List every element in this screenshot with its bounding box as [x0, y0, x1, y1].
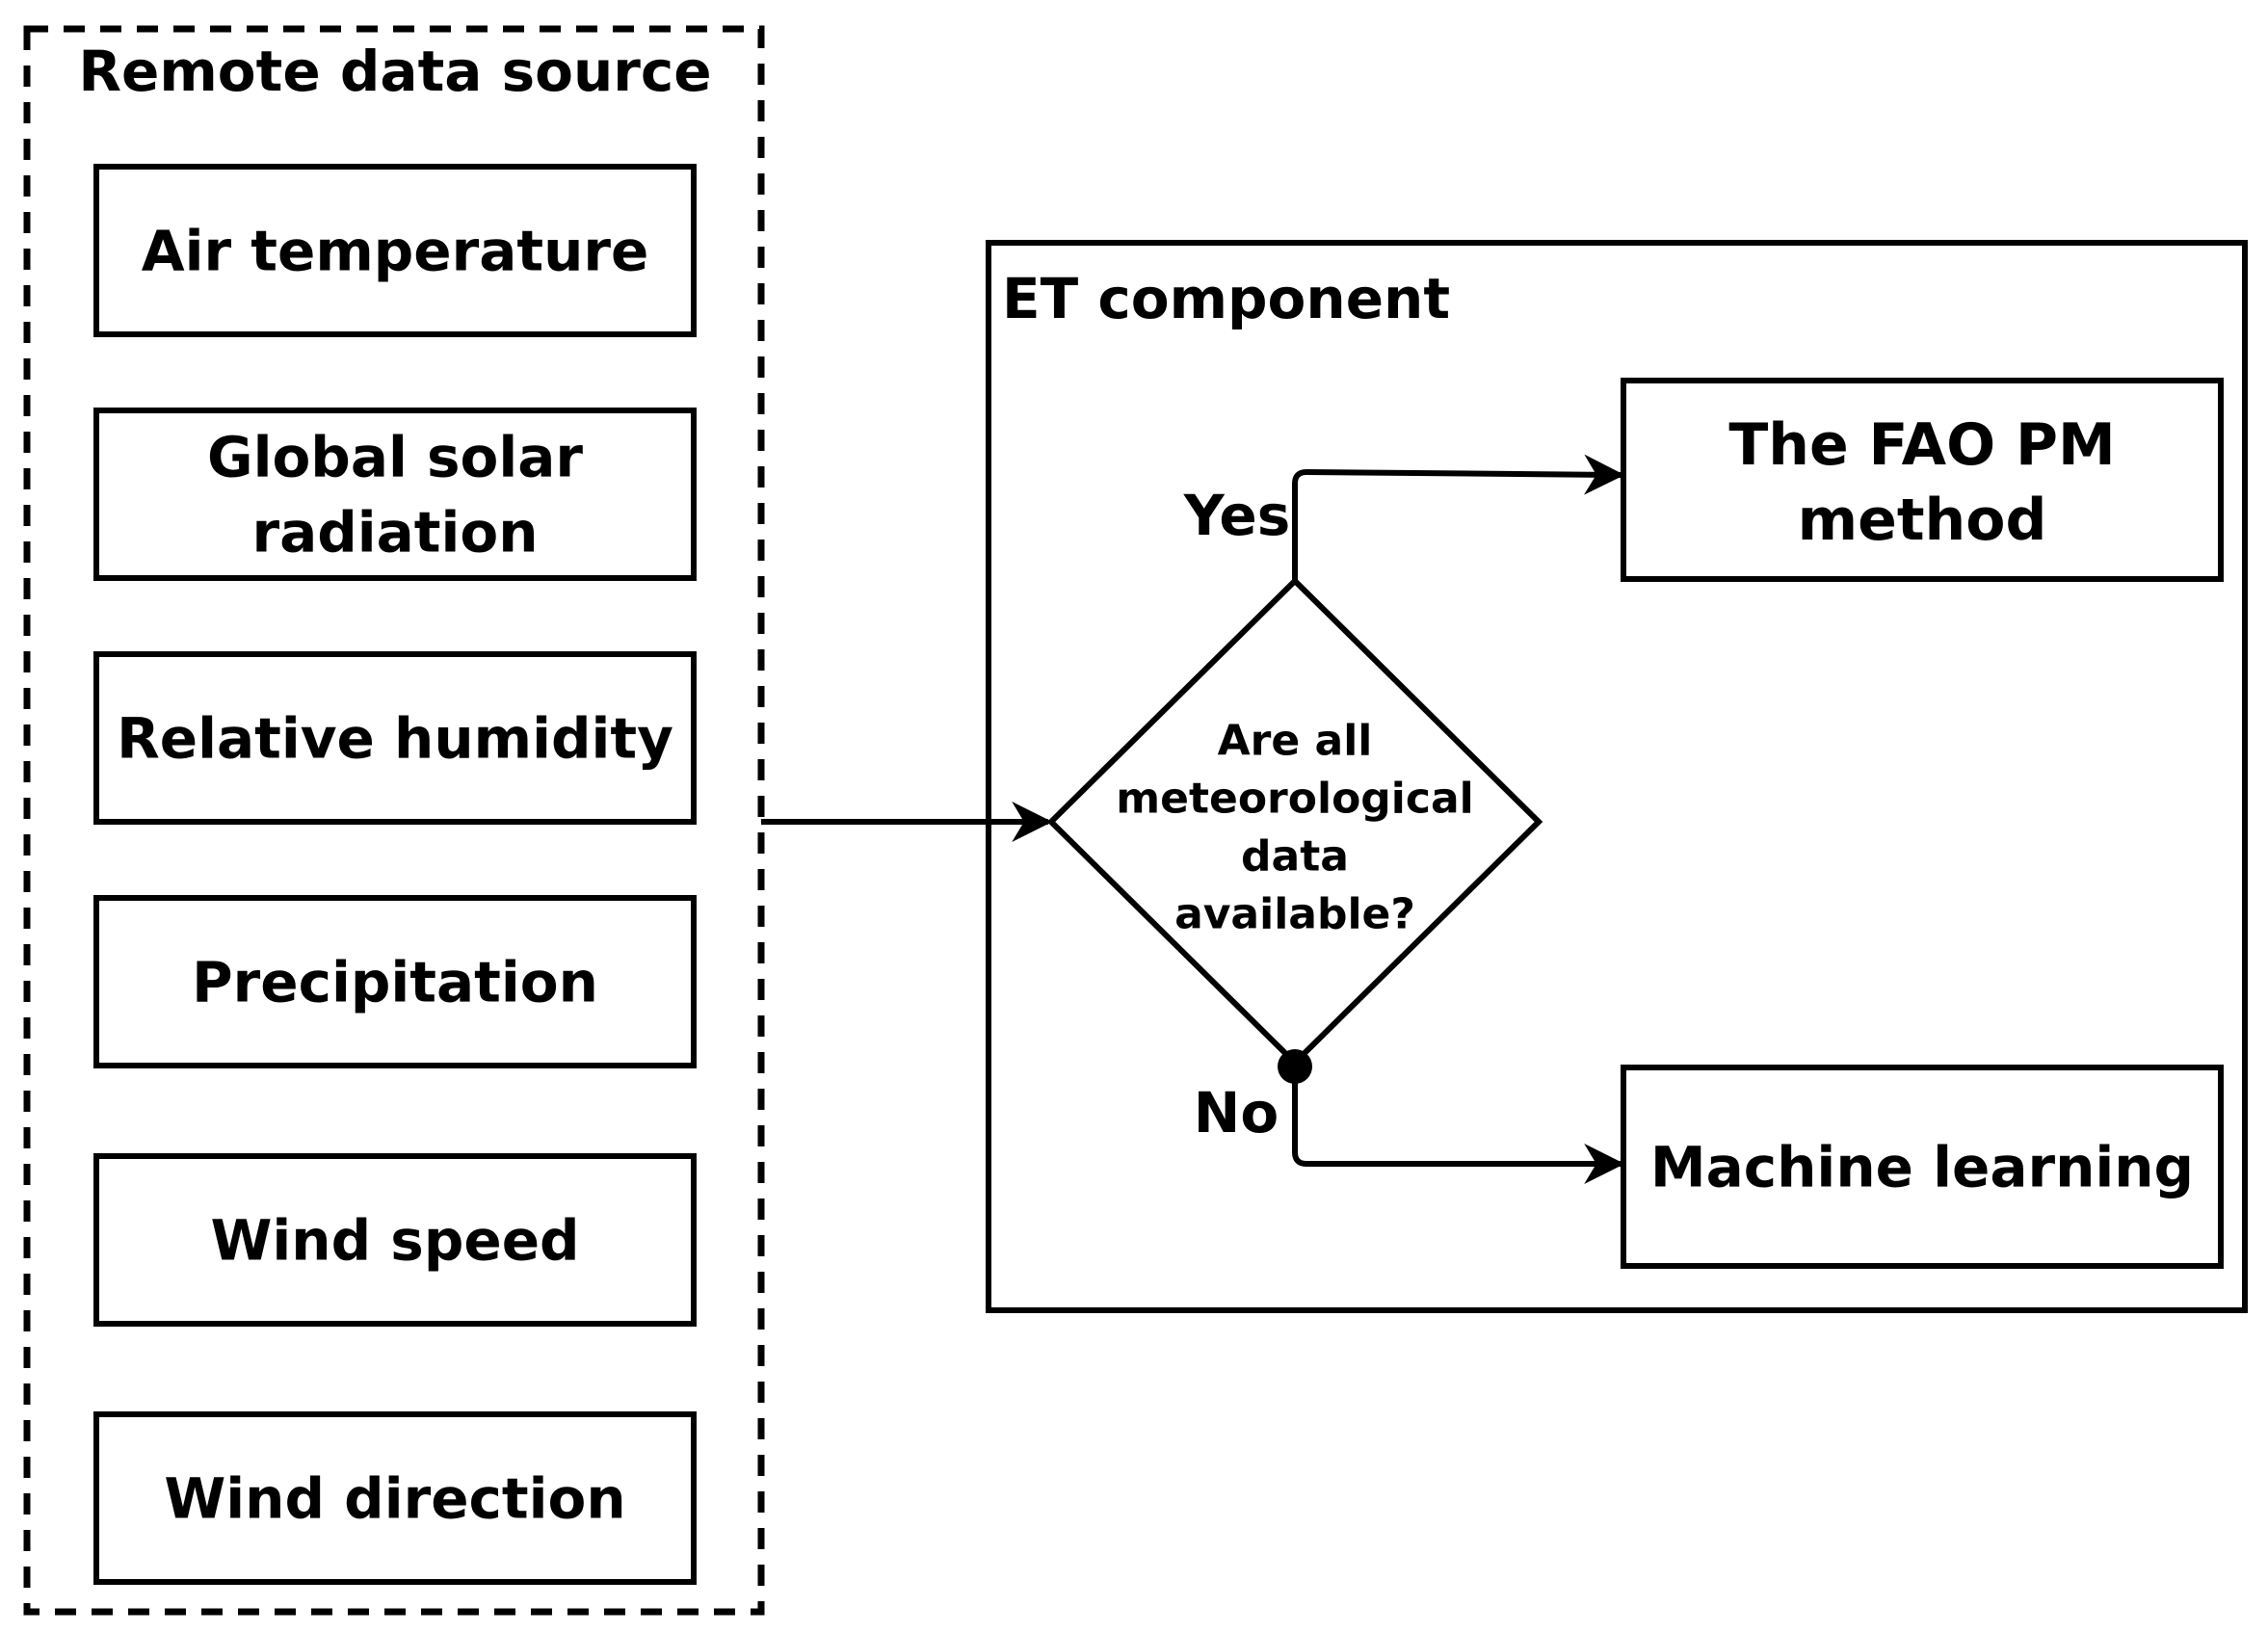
decision-question-line-2: meteorological	[1116, 774, 1473, 823]
input-wind-direction-label: Wind direction	[164, 1465, 625, 1531]
input-global-solar-radiation-label: Global solar radiation	[207, 424, 583, 565]
input-wind-speed-line-1: Wind speed	[210, 1207, 579, 1273]
no-branch-arrow	[1292, 1067, 1625, 1184]
input-box-air-temperature	[93, 164, 697, 337]
input-box-precipitation	[93, 895, 697, 1068]
input-wind-direction-line-1: Wind direction	[164, 1465, 625, 1531]
input-relative-humidity-line-1: Relative humidity	[117, 705, 673, 771]
input-wind-speed-label: Wind speed	[210, 1207, 579, 1273]
fao-pm-method-line-2: method	[1798, 487, 2047, 554]
yes-branch-arrow	[1292, 454, 1625, 581]
remote-data-source-panel: Remote data source	[23, 25, 765, 1616]
decision-question-text: Are all meteorological data available?	[1116, 716, 1473, 938]
input-precipitation-line-1: Precipitation	[192, 949, 598, 1014]
decision-question-line-4: available?	[1174, 889, 1415, 938]
remote-data-source-title: Remote data source	[78, 39, 711, 104]
fao-pm-method-line-1: The FAO PM	[1728, 411, 2115, 479]
et-component-panel: ET component	[986, 240, 2248, 1313]
input-air-temperature-label: Air temperature	[142, 218, 649, 283]
input-box-wind-speed	[93, 1153, 697, 1327]
input-global-solar-radiation-line-2: radiation	[251, 499, 538, 565]
input-relative-humidity-label: Relative humidity	[117, 705, 673, 771]
input-precipitation-label: Precipitation	[192, 949, 598, 1014]
input-box-relative-humidity	[93, 651, 697, 825]
machine-learning-box	[1621, 1065, 2224, 1269]
fao-pm-method-text: The FAO PM method	[1728, 411, 2115, 554]
input-box-global-solar-radiation	[93, 408, 697, 581]
decision-question-line-3: data	[1241, 831, 1349, 881]
input-box-wind-direction	[93, 1411, 697, 1585]
machine-learning-line-1: Machine learning	[1650, 1134, 2194, 1199]
yes-label: Yes	[1183, 483, 1291, 548]
fao-pm-method-box	[1621, 378, 2224, 582]
input-global-solar-radiation-line-1: Global solar	[207, 424, 583, 489]
input-air-temperature-line-1: Air temperature	[142, 218, 649, 283]
machine-learning-text: Machine learning	[1650, 1134, 2194, 1199]
et-component-title: ET component	[1002, 266, 1450, 331]
decision-question-line-1: Are all	[1218, 716, 1373, 765]
no-label: No	[1194, 1080, 1279, 1146]
